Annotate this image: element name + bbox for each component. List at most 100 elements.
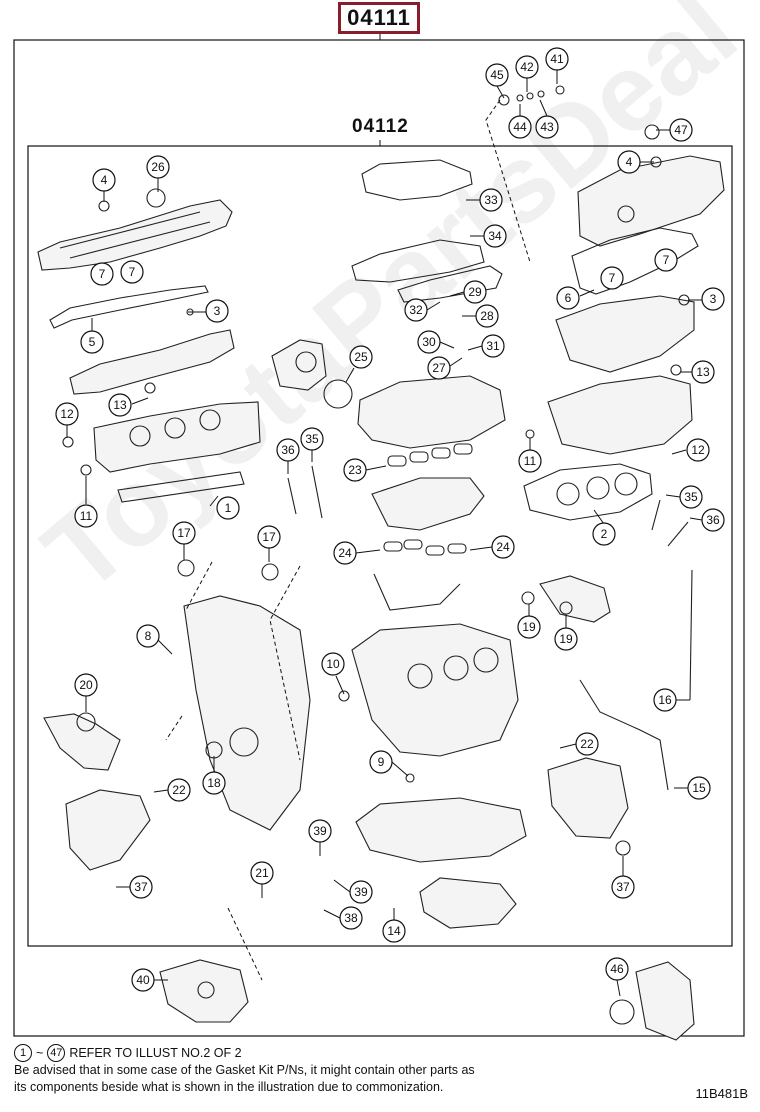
head-gasket-left bbox=[117, 471, 245, 503]
reference-range: 1 ~ 47 REFER TO ILLUST NO.2 OF 2 bbox=[14, 1044, 654, 1062]
range-end-badge: 47 bbox=[47, 1044, 66, 1062]
callout-17a[interactable]: 17 bbox=[172, 521, 196, 560]
callout-38[interactable]: 38 bbox=[323, 906, 363, 930]
callout-4b[interactable]: 4 bbox=[617, 150, 654, 174]
svg-text:35: 35 bbox=[684, 490, 698, 504]
svg-text:39: 39 bbox=[354, 885, 368, 899]
svg-text:39: 39 bbox=[313, 824, 327, 838]
callout-44[interactable]: 44 bbox=[508, 104, 532, 139]
callout-24a[interactable]: 24 bbox=[333, 541, 381, 565]
callout-11b[interactable]: 11 bbox=[518, 438, 542, 473]
svg-text:4: 4 bbox=[101, 173, 108, 187]
callout-30[interactable]: 30 bbox=[417, 330, 455, 354]
svg-text:44: 44 bbox=[513, 120, 527, 134]
callout-20[interactable]: 20 bbox=[74, 673, 98, 712]
callout-12a[interactable]: 12 bbox=[55, 402, 79, 438]
callout-2[interactable]: 2 bbox=[592, 509, 616, 546]
callout-29[interactable]: 29 bbox=[449, 280, 487, 304]
callout-13b[interactable]: 13 bbox=[680, 360, 715, 384]
callout-46[interactable]: 46 bbox=[605, 957, 629, 997]
callout-39b[interactable]: 39 bbox=[333, 879, 373, 904]
callout-7c[interactable]: 7 bbox=[600, 266, 624, 290]
callout-45[interactable]: 45 bbox=[485, 63, 509, 99]
callout-36b[interactable]: 36 bbox=[689, 508, 725, 532]
callout-7b[interactable]: 7 bbox=[120, 260, 144, 284]
outer-kit-frame bbox=[13, 39, 745, 1037]
engine-block bbox=[351, 623, 519, 757]
callout-37b[interactable]: 37 bbox=[611, 856, 635, 899]
fuel-rail-upper bbox=[361, 159, 473, 201]
callout-24b[interactable]: 24 bbox=[469, 535, 515, 559]
svg-text:3: 3 bbox=[710, 292, 717, 306]
callout-39a[interactable]: 39 bbox=[308, 819, 332, 856]
callout-10[interactable]: 10 bbox=[321, 652, 345, 695]
svg-text:17: 17 bbox=[262, 530, 276, 544]
svg-text:18: 18 bbox=[207, 776, 221, 790]
callout-14[interactable]: 14 bbox=[382, 908, 406, 943]
callout-19a[interactable]: 19 bbox=[517, 604, 541, 639]
callout-42[interactable]: 42 bbox=[515, 55, 539, 92]
svg-text:12: 12 bbox=[691, 443, 705, 457]
subkit-code[interactable]: 04112 bbox=[350, 116, 411, 138]
water-outlet bbox=[43, 713, 121, 771]
svg-text:4: 4 bbox=[626, 155, 633, 169]
callout-3b[interactable]: 3 bbox=[688, 287, 725, 311]
reference-text: REFER TO ILLUST NO.2 OF 2 bbox=[69, 1045, 242, 1060]
valves bbox=[287, 465, 689, 547]
svg-text:41: 41 bbox=[550, 52, 564, 66]
callout-41[interactable]: 41 bbox=[545, 47, 569, 84]
callout-34[interactable]: 34 bbox=[470, 224, 507, 248]
callout-32[interactable]: 32 bbox=[404, 298, 441, 322]
callout-43[interactable]: 43 bbox=[535, 99, 559, 139]
kit-code-box[interactable]: 04111 bbox=[338, 2, 420, 34]
callout-28[interactable]: 28 bbox=[462, 304, 499, 328]
callout-23[interactable]: 23 bbox=[343, 458, 387, 482]
callout-26[interactable]: 26 bbox=[146, 155, 170, 192]
callout-11a[interactable]: 11 bbox=[74, 476, 98, 528]
callout-12b[interactable]: 12 bbox=[671, 438, 710, 462]
svg-text:13: 13 bbox=[696, 365, 710, 379]
callout-33[interactable]: 33 bbox=[466, 188, 503, 212]
callout-5[interactable]: 5 bbox=[80, 318, 104, 354]
callout-15[interactable]: 15 bbox=[674, 776, 711, 800]
callout-31[interactable]: 31 bbox=[467, 334, 505, 358]
svg-text:26: 26 bbox=[151, 160, 165, 174]
svg-text:43: 43 bbox=[540, 120, 554, 134]
callout-19b[interactable]: 19 bbox=[554, 614, 578, 651]
callout-27[interactable]: 27 bbox=[427, 356, 463, 380]
callout-40[interactable]: 40 bbox=[131, 968, 168, 992]
callout-6[interactable]: 6 bbox=[556, 286, 595, 310]
callout-35b[interactable]: 35 bbox=[665, 485, 703, 509]
svg-text:2: 2 bbox=[601, 527, 608, 541]
callout-22b[interactable]: 22 bbox=[559, 732, 599, 756]
callout-7d[interactable]: 7 bbox=[654, 248, 678, 272]
svg-text:29: 29 bbox=[468, 285, 482, 299]
callout-21[interactable]: 21 bbox=[250, 861, 274, 898]
callout-47[interactable]: 47 bbox=[656, 118, 693, 142]
callout-13a[interactable]: 13 bbox=[108, 393, 149, 417]
throttle-body bbox=[271, 339, 327, 391]
callout-3a[interactable]: 3 bbox=[188, 299, 229, 323]
svg-text:3: 3 bbox=[214, 304, 221, 318]
callout-4a[interactable]: 4 bbox=[92, 168, 116, 202]
callout-16[interactable]: 16 bbox=[653, 688, 690, 712]
svg-text:47: 47 bbox=[674, 123, 688, 137]
callout-22a[interactable]: 22 bbox=[153, 778, 191, 802]
kit-code: 04111 bbox=[347, 5, 411, 30]
callout-1[interactable]: 1 bbox=[209, 495, 240, 520]
callout-9[interactable]: 9 bbox=[369, 750, 409, 777]
valve-cover-right bbox=[577, 155, 725, 247]
callout-18[interactable]: 18 bbox=[202, 756, 226, 795]
svg-text:27: 27 bbox=[432, 361, 446, 375]
callout-37a[interactable]: 37 bbox=[116, 875, 153, 899]
callout-17b[interactable]: 17 bbox=[257, 525, 281, 562]
callout-25[interactable]: 25 bbox=[345, 345, 373, 383]
svg-text:38: 38 bbox=[344, 911, 358, 925]
svg-text:23: 23 bbox=[348, 463, 362, 477]
callout-35a[interactable]: 35 bbox=[300, 427, 324, 462]
callout-7a[interactable]: 7 bbox=[90, 262, 114, 286]
footnote: 1 ~ 47 REFER TO ILLUST NO.2 OF 2 Be advi… bbox=[14, 1044, 654, 1096]
callout-8[interactable]: 8 bbox=[136, 624, 173, 655]
callout-36a[interactable]: 36 bbox=[276, 438, 300, 474]
